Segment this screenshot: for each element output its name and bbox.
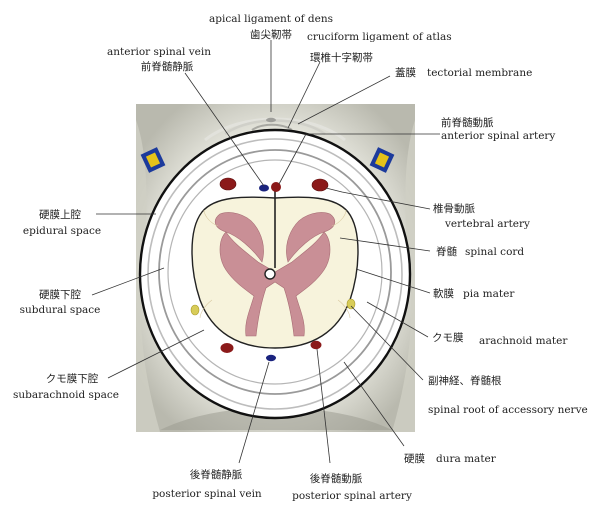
tectorial-membrane-arcs <box>204 117 346 142</box>
accessory-nerve-root-right <box>346 298 356 310</box>
label-epidural-jp: 硬膜上腔 <box>39 208 81 221</box>
label-vertebral-artery-jp: 椎骨動脈 <box>433 202 475 215</box>
label-posterior-spinal-vein-en: posterior spinal vein <box>152 488 262 500</box>
accessory-nerve-root-left <box>190 304 200 316</box>
label-dura-en: dura mater <box>436 453 497 465</box>
anterior-spinal-artery <box>271 182 281 192</box>
rootlet-lines <box>199 209 351 319</box>
bone-right-edge <box>392 120 415 432</box>
label-apical-ligament-en: apical ligament of dens <box>209 13 333 25</box>
label-anterior-spinal-artery-en: anterior spinal artery <box>441 130 555 142</box>
label-arachnoid-jp: クモ膜 <box>432 332 464 344</box>
label-subarachnoid-en: subarachnoid space <box>13 389 119 401</box>
label-accessory-nerve-en: spinal root of accessory nerve <box>428 404 588 416</box>
posterior-vessel-left <box>220 343 234 353</box>
label-anterior-spinal-vein-en: anterior spinal vein <box>107 46 211 58</box>
label-posterior-spinal-artery-en: posterior spinal artery <box>292 490 412 502</box>
label-posterior-spinal-artery-jp: 後脊髄動脈 <box>310 472 363 485</box>
label-cruciform-jp: 環椎十字靭帯 <box>310 51 373 64</box>
anterior-spinal-vein <box>259 184 269 192</box>
label-anterior-spinal-vein-jp: 前脊髄静脈 <box>141 60 194 73</box>
arachnoid-ring <box>167 159 383 385</box>
label-vertebral-artery-en: vertebral artery <box>444 218 530 230</box>
label-epidural-en: epidural space <box>23 225 101 237</box>
label-cruciform-en: cruciform ligament of atlas <box>307 31 452 43</box>
label-subdural-en: subdural space <box>20 304 101 316</box>
vertebral-artery-right <box>311 178 329 192</box>
label-spinal-cord-jp: 脊髄 <box>436 245 457 258</box>
posterior-spinal-vein <box>266 354 276 362</box>
label-pia-en: pia mater <box>463 288 515 300</box>
label-posterior-spinal-vein-jp: 後脊髄静脈 <box>190 468 243 481</box>
label-pia-jp: 軟膜 <box>433 287 454 300</box>
label-subarachnoid-jp: クモ膜下腔 <box>46 372 99 385</box>
label-dura-jp: 硬膜 <box>404 453 425 465</box>
label-spinal-cord-en: spinal cord <box>465 246 524 258</box>
ligament-block-right <box>369 147 395 173</box>
bone-left-edge <box>136 120 160 432</box>
subdural-ring <box>158 149 392 395</box>
label-anterior-spinal-artery-jp: 前脊髄動脈 <box>441 116 494 129</box>
label-arachnoid-en: arachnoid mater <box>479 335 568 347</box>
posterior-spinal-artery <box>310 340 322 350</box>
label-subdural-jp: 硬膜下腔 <box>39 288 81 301</box>
label-tectorial-jp: 蓋膜 <box>395 67 416 79</box>
label-tectorial-en: tectorial membrane <box>427 67 532 79</box>
leader-lines <box>91 40 440 464</box>
gray-matter <box>214 212 336 337</box>
vertebral-artery-left <box>219 177 237 191</box>
labels: apical ligament of dens 歯尖靭帯 cruciform l… <box>13 13 588 502</box>
label-accessory-nerve-jp: 副神経、脊髄根 <box>428 374 502 387</box>
central-canal <box>264 268 276 280</box>
ligament-block-left <box>140 147 166 173</box>
label-apical-ligament-jp: 歯尖靭帯 <box>250 28 292 41</box>
